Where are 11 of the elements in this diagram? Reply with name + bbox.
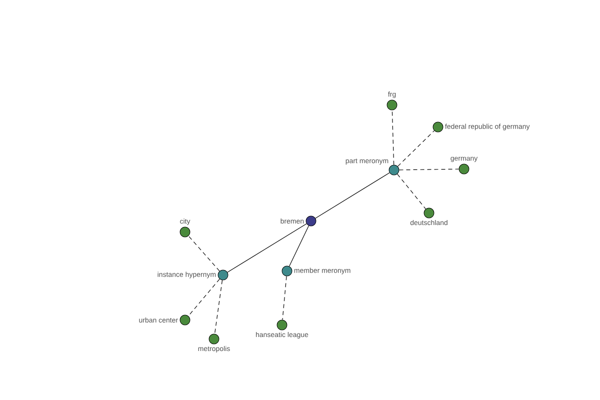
connector-line [227, 223, 307, 273]
connector-line [315, 172, 390, 219]
connector-line [188, 278, 220, 316]
connector-line [288, 225, 310, 267]
connector-line [214, 280, 223, 334]
connector-line [188, 236, 220, 272]
connector-line [392, 110, 394, 166]
connector-line [282, 276, 287, 320]
connector-line [398, 168, 460, 170]
connector-line [397, 130, 435, 167]
connector-line [397, 174, 426, 210]
